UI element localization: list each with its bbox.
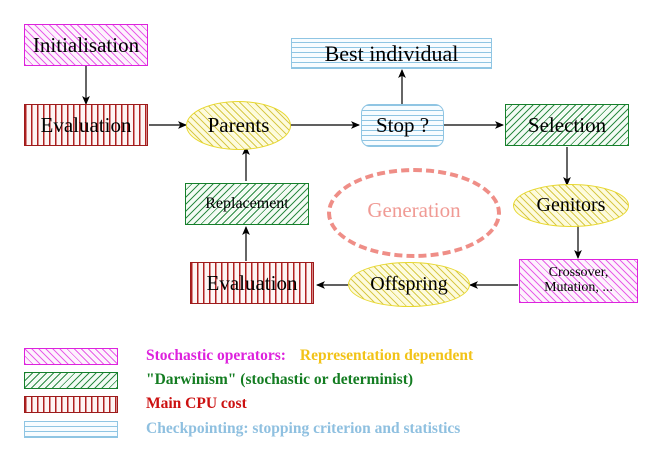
node-stop[interactable]: Stop ? — [361, 104, 444, 147]
legend-row-stochastic-operators: Stochastic operators: Representation dep… — [24, 347, 473, 365]
node-evaluation-top-label: Evaluation — [40, 112, 132, 137]
node-replacement-label: Replacement — [205, 194, 289, 212]
legend-row-darwinism: "Darwinism" (stochastic or determinist) — [24, 371, 413, 389]
node-selection-label: Selection — [527, 112, 607, 137]
legend-label-darwinism: "Darwinism" (stochastic or determinist) — [146, 371, 414, 388]
node-offspring-label: Offspring — [370, 273, 448, 295]
legend-swatch-blue-horizontal-hatch — [24, 420, 118, 438]
node-best-individual-label: Best individual — [324, 40, 459, 66]
node-genitors[interactable]: Genitors — [513, 184, 629, 227]
node-crossover-label-line2: Mutation, ... — [544, 280, 613, 295]
generation-label: Generation — [367, 198, 461, 222]
legend-row-main-cpu-cost: Main CPU cost — [24, 395, 247, 413]
node-evaluation-top[interactable]: Evaluation — [24, 104, 148, 146]
legend-swatch-green-diagonal-hatch — [24, 371, 118, 389]
node-stop-label: Stop ? — [375, 113, 430, 138]
node-best-individual[interactable]: Best individual — [291, 38, 492, 69]
legend-label-checkpointing: Checkpointing: stopping criterion and st… — [146, 420, 461, 437]
node-initialisation-label: Initialisation — [32, 32, 140, 57]
legend-label-main-cpu-cost: Main CPU cost — [146, 395, 247, 412]
legend-swatch-red-vertical-hatch — [24, 395, 118, 413]
legend-row-checkpointing: Checkpointing: stopping criterion and st… — [24, 420, 460, 438]
node-selection[interactable]: Selection — [505, 104, 629, 146]
node-parents[interactable]: Parents — [186, 101, 291, 150]
node-evaluation-bottom[interactable]: Evaluation — [190, 262, 314, 304]
legend-swatch-magenta-diagonal-hatch — [24, 347, 118, 365]
node-offspring[interactable]: Offspring — [348, 262, 470, 307]
generation-annotation-ellipse: Generation — [327, 168, 501, 258]
node-parents-label: Parents — [207, 113, 270, 138]
node-replacement[interactable]: Replacement — [185, 183, 309, 225]
legend-label-representation-dependent: Representation dependent — [299, 347, 474, 364]
legend-label-stochastic-operators: Stochastic operators: — [146, 347, 286, 364]
node-initialisation[interactable]: Initialisation — [24, 24, 148, 66]
node-evaluation-bottom-label: Evaluation — [206, 270, 298, 295]
node-genitors-label: Genitors — [536, 194, 606, 216]
node-crossover-label-line1: Crossover, — [548, 265, 609, 281]
node-crossover-mutation[interactable]: Crossover, Mutation, ... — [519, 259, 638, 303]
